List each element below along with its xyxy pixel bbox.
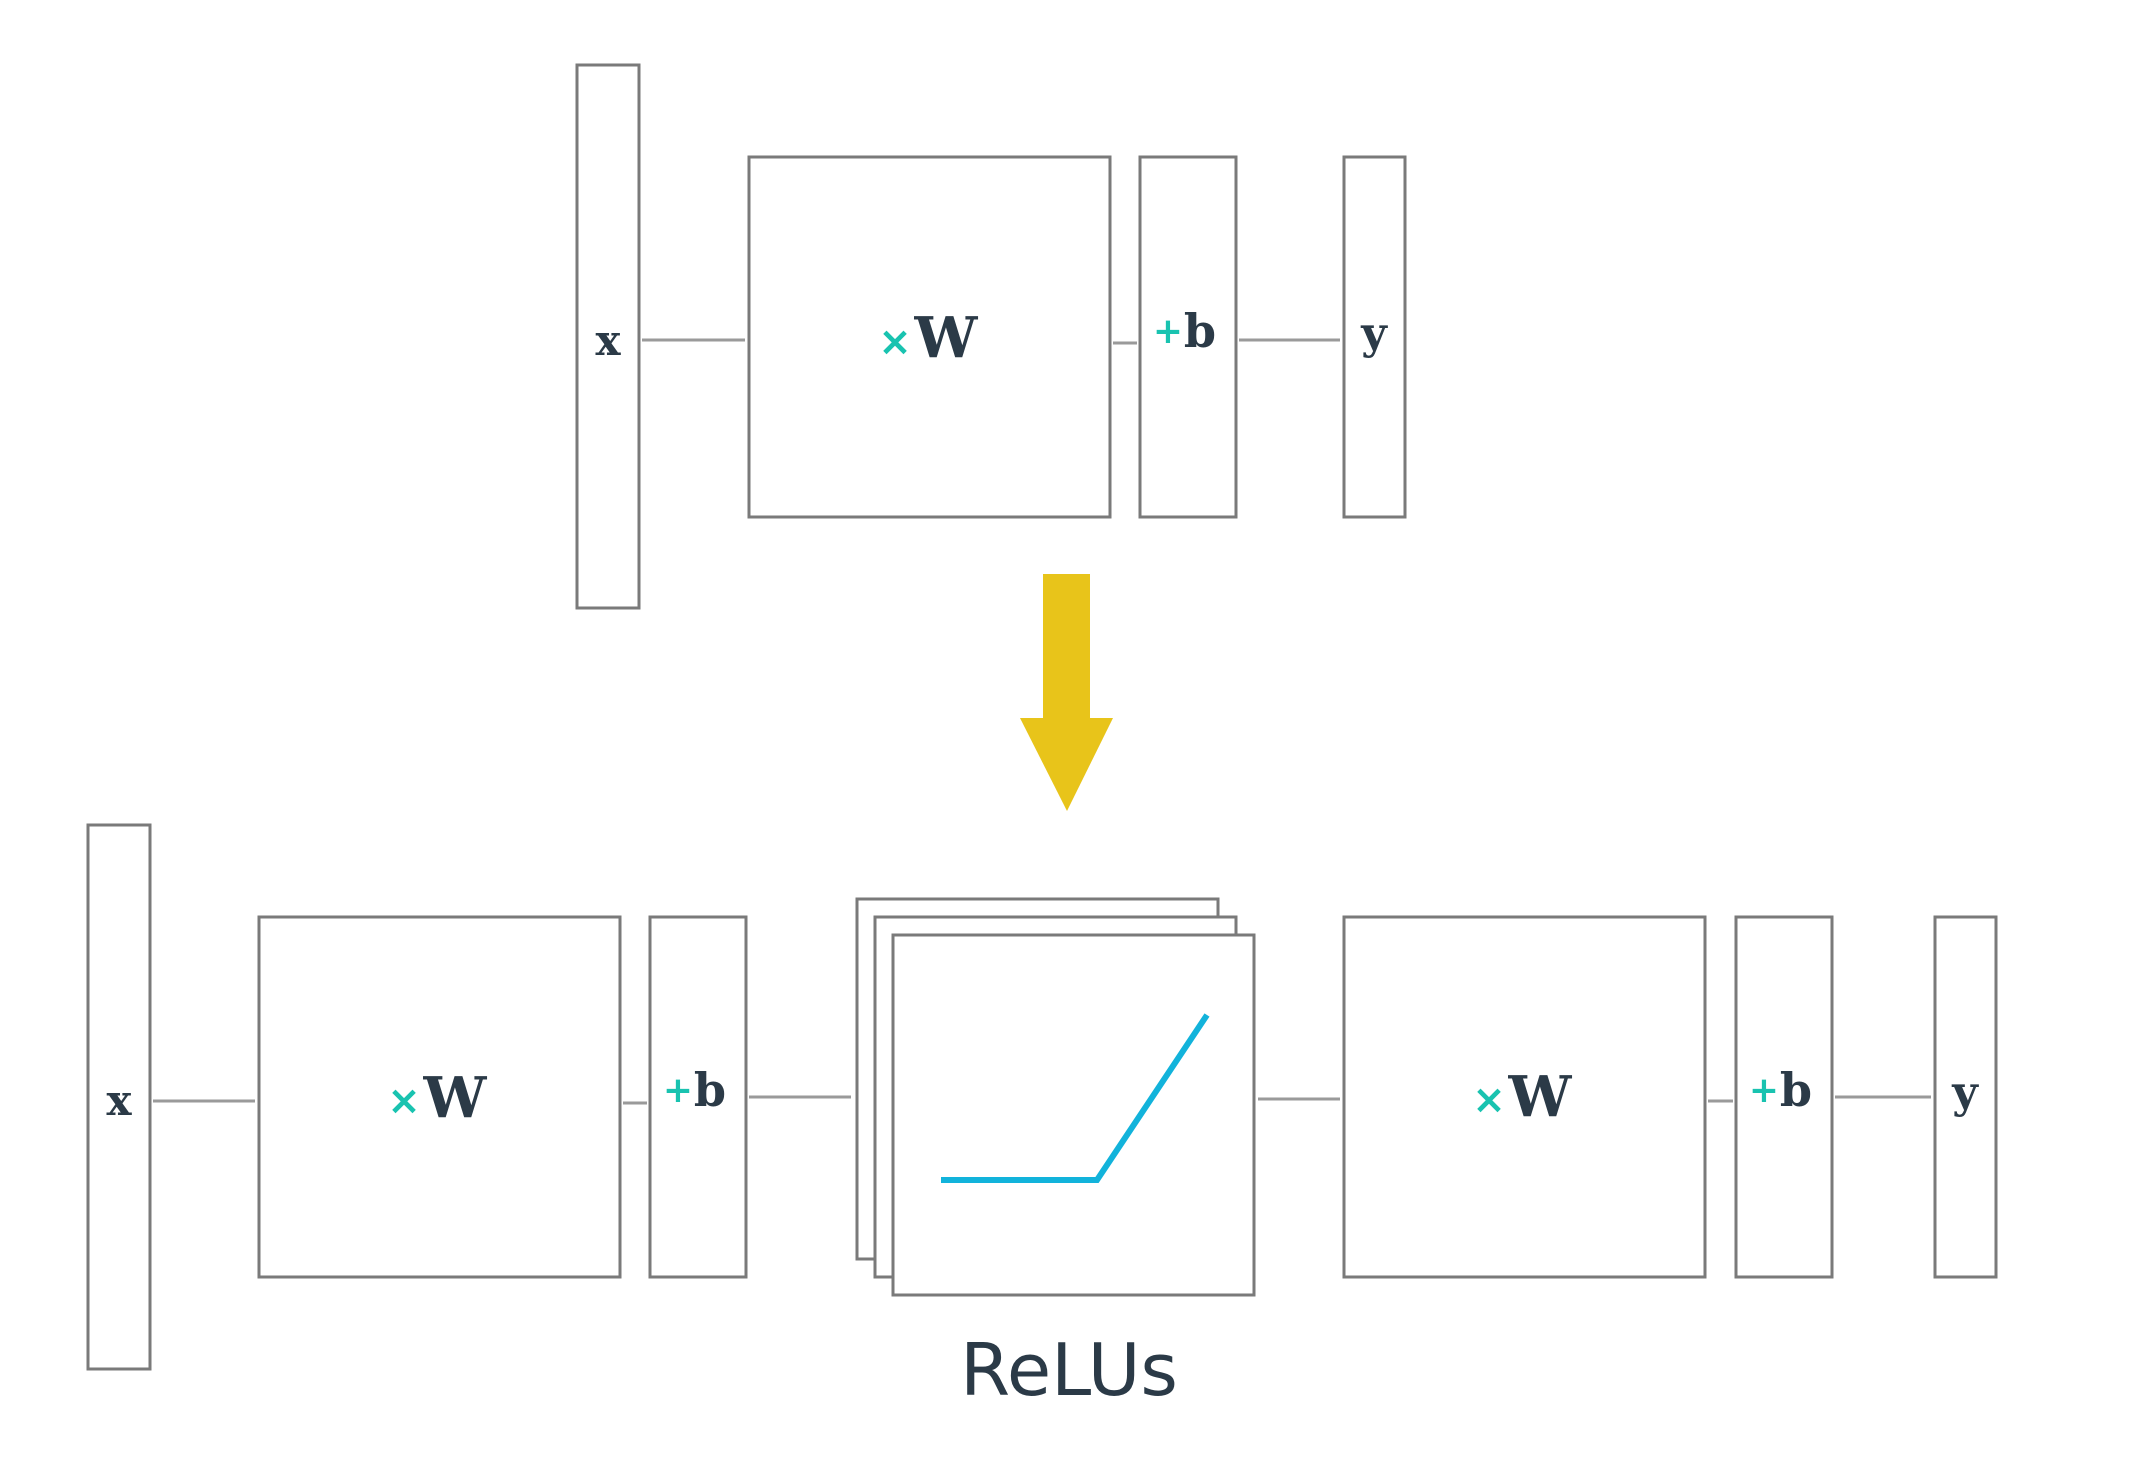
- top-weight-op: ×: [878, 319, 912, 365]
- layer2-bias-vector: [1734, 915, 1834, 1279]
- layer1-weight-matrix: [257, 915, 622, 1279]
- layer2-bias-label: b: [1780, 1063, 1812, 1117]
- layer1-bias-label: b: [694, 1063, 726, 1117]
- top-input-vector: [575, 63, 641, 610]
- bottom-input-label: x: [106, 1076, 132, 1125]
- layer1-weight-op: ×: [387, 1078, 421, 1124]
- relu-card-front: [891, 933, 1256, 1297]
- relu-caption: ReLUs: [960, 1328, 1178, 1412]
- down-arrow-icon: [1020, 574, 1113, 811]
- top-bias-op: +: [1153, 311, 1183, 352]
- top-weight-label: W: [914, 305, 979, 371]
- top-output-label: y: [1360, 308, 1388, 359]
- top-output-vector: [1342, 155, 1407, 519]
- layer2-bias-op: +: [1749, 1070, 1779, 1111]
- top-bias-vector: [1138, 155, 1238, 519]
- layer1-bias-op: +: [663, 1070, 693, 1111]
- top-linear-model: x × W + b y: [575, 63, 1407, 610]
- top-bias-label: b: [1184, 304, 1216, 358]
- layer1-weight-label: W: [423, 1065, 488, 1131]
- relu-curve-icon: [941, 1013, 1210, 1183]
- layer1-bias-vector: [648, 915, 748, 1279]
- layer2-weight-label: W: [1508, 1064, 1573, 1130]
- bottom-deep-model: x × W + b ReLUs × W + b y: [86, 823, 1998, 1412]
- bottom-output-label: y: [1951, 1067, 1979, 1118]
- layer2-weight-op: ×: [1472, 1077, 1506, 1123]
- bottom-output-vector: [1933, 915, 1998, 1279]
- top-weight-matrix: [747, 155, 1112, 519]
- layer2-weight-matrix: [1342, 915, 1707, 1279]
- relu-stack: [855, 897, 1256, 1297]
- bottom-input-vector: [86, 823, 152, 1371]
- top-input-label: x: [595, 316, 621, 365]
